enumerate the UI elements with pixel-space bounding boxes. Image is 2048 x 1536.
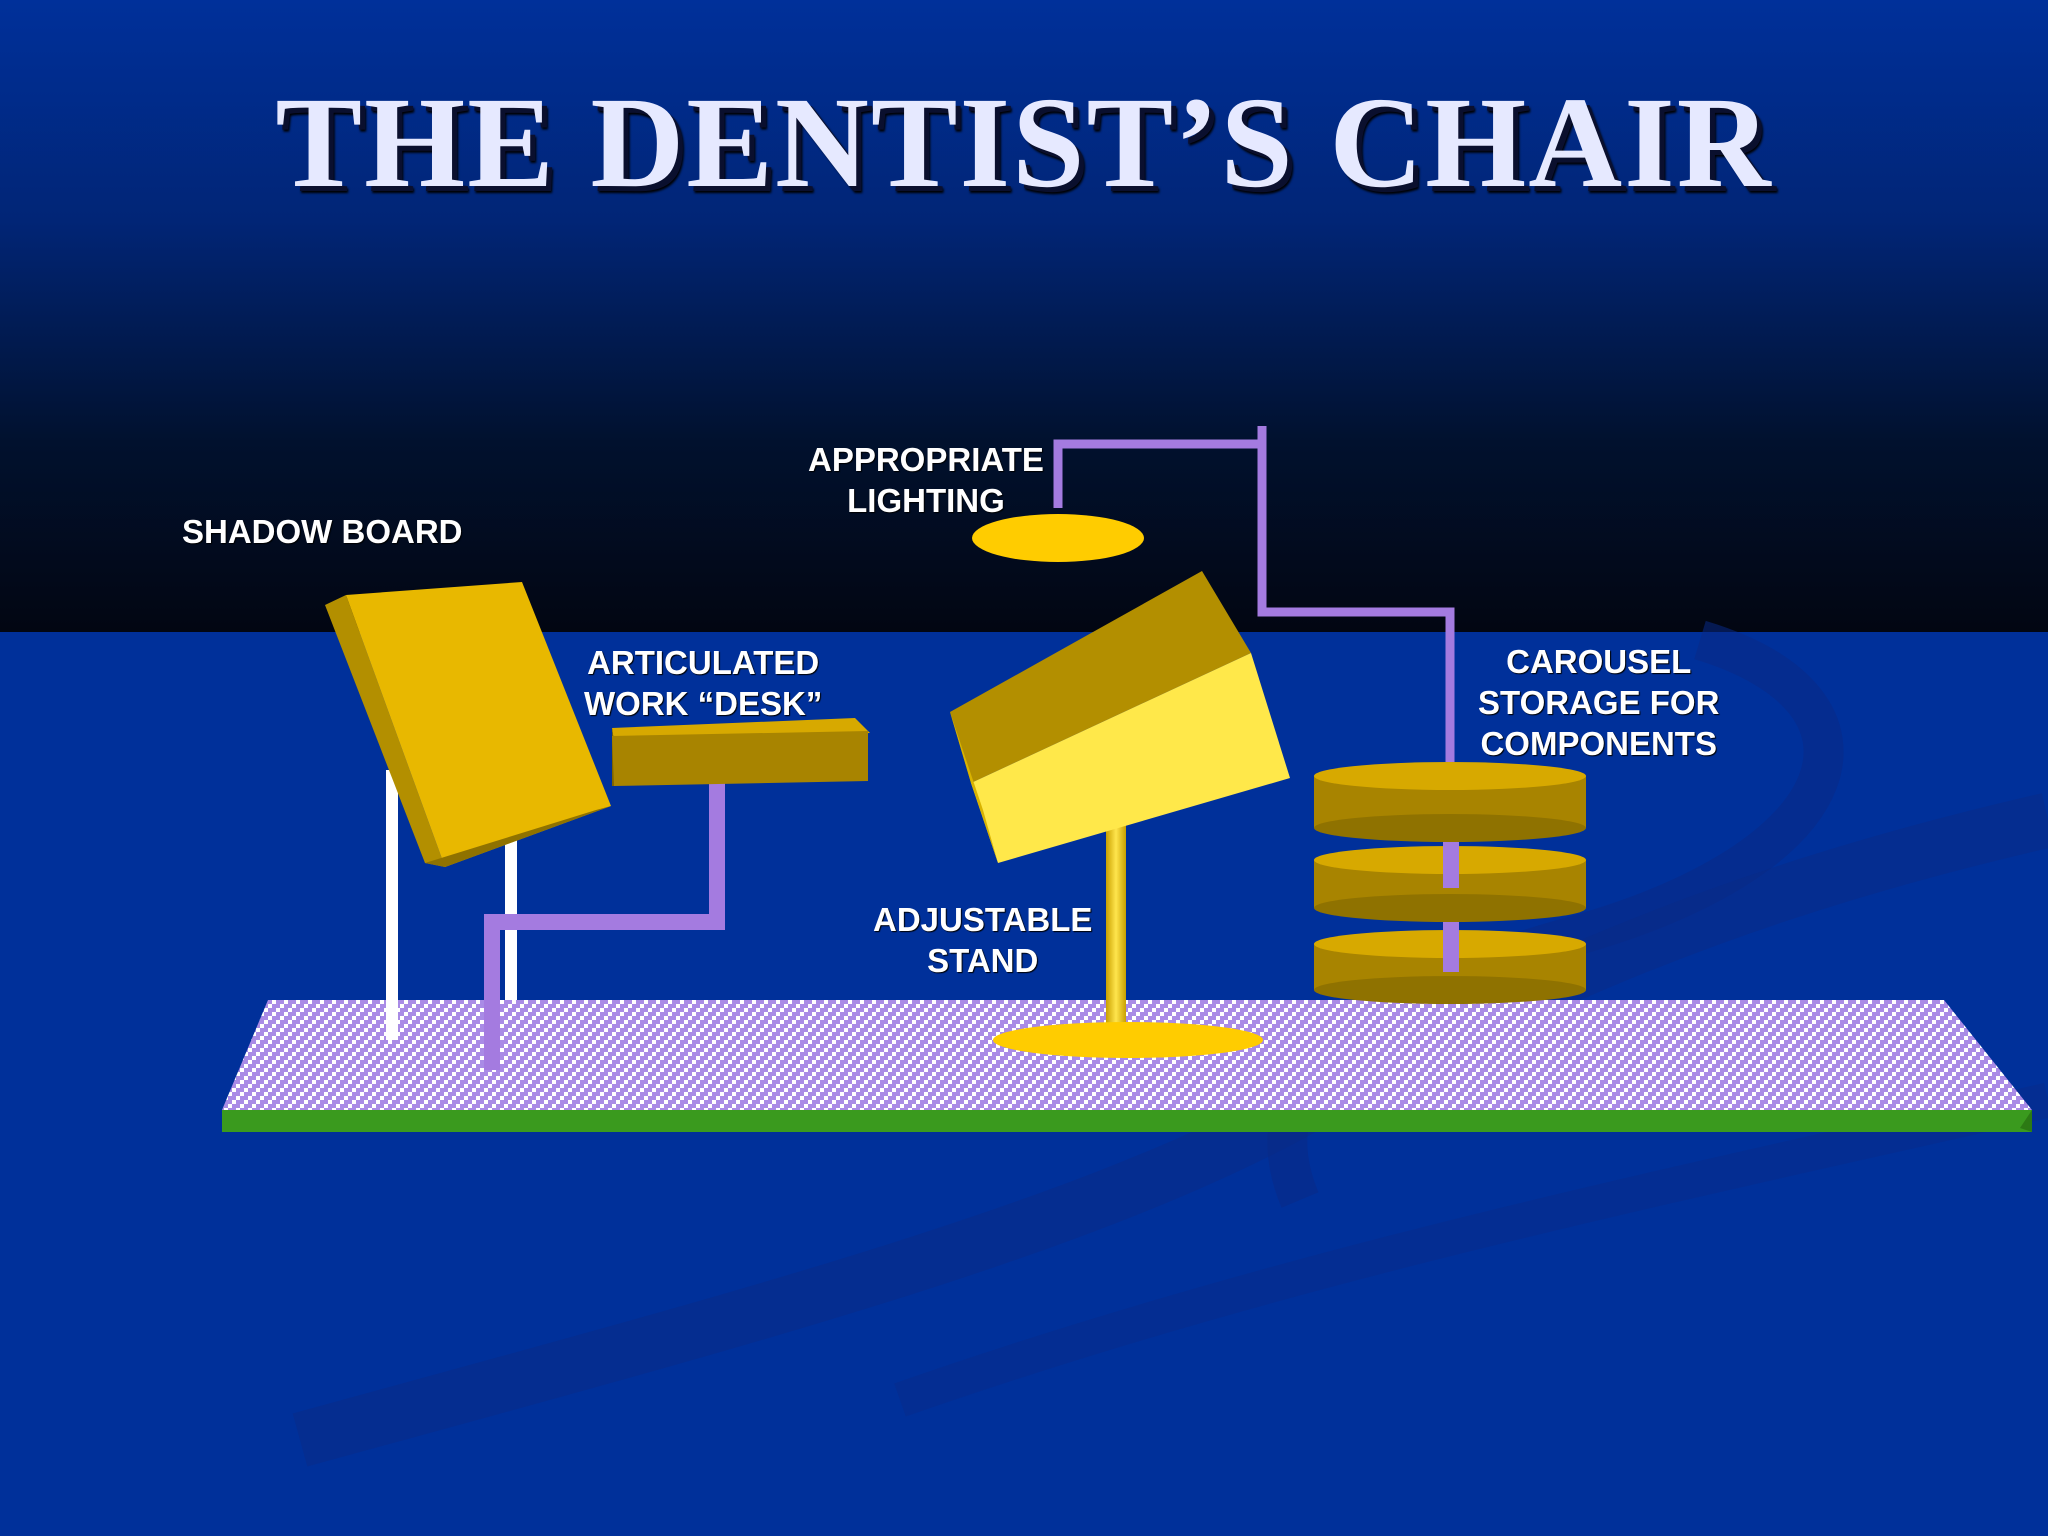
slide-title: THE DENTIST’S CHAIR <box>275 71 1773 215</box>
label-line: STAND <box>927 942 1039 979</box>
label-line: APPROPRIATE <box>808 441 1044 478</box>
label-line: COMPONENTS <box>1480 725 1717 762</box>
decorative-swoosh <box>894 1082 2048 1417</box>
lighting-arm <box>1053 439 1455 762</box>
adjustable-stand <box>950 571 1290 1058</box>
articulated-desk <box>612 718 870 786</box>
adjustable-stand-label: ADJUSTABLE STAND <box>873 899 1092 981</box>
shadow-board-label: SHADOW BOARD <box>182 511 462 552</box>
label-line: SHADOW BOARD <box>182 513 463 550</box>
label-line: CAROUSEL <box>1506 643 1692 680</box>
desk-support-pipe <box>484 780 725 1070</box>
lighting-lamp <box>972 514 1144 562</box>
label-line: STORAGE FOR <box>1478 684 1720 721</box>
shadow-board <box>325 582 611 867</box>
articulated-desk-label: ARTICULATED WORK “DESK” <box>584 642 822 724</box>
shadow-board-leg <box>386 770 398 1040</box>
label-line: WORK “DESK” <box>584 685 823 722</box>
label-line: LIGHTING <box>847 482 1005 519</box>
label-line: ADJUSTABLE <box>873 901 1093 938</box>
label-line: ARTICULATED <box>587 644 820 681</box>
carousel-storage <box>1314 762 1586 1004</box>
lighting-label: APPROPRIATE LIGHTING <box>808 439 1044 521</box>
carousel-storage-label: CAROUSEL STORAGE FOR COMPONENTS <box>1478 641 1719 764</box>
